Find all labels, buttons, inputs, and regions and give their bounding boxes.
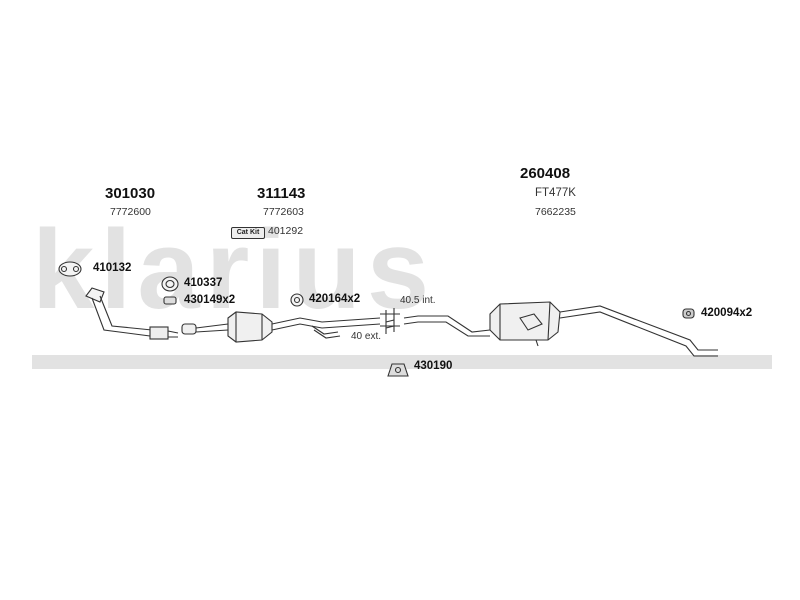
- catalyst-ref: 7772603: [263, 206, 304, 218]
- front-pipe-number: 301030: [105, 185, 156, 202]
- mount-420164-icon: [290, 293, 304, 307]
- mount-420094-icon: [682, 308, 695, 319]
- dimension-external: 40 ext.: [351, 331, 382, 342]
- gasket-410132-icon: [58, 261, 82, 277]
- clamp-430149-icon: [163, 296, 177, 305]
- watermark-bar: [32, 355, 772, 369]
- rear-silencer-ref1: FT477K: [535, 187, 576, 199]
- fitting-410337-label: 410337: [184, 277, 223, 289]
- dimension-internal: 40.5 int.: [400, 295, 436, 306]
- fitting-410132-label: 410132: [93, 262, 132, 274]
- cat-kit-badge: Cat Kit: [231, 227, 265, 239]
- ring-410337-icon: [161, 276, 179, 292]
- fitting-430149-label: 430149x2: [184, 294, 236, 306]
- front-pipe-ref: 7772600: [110, 206, 151, 218]
- rear-silencer-number: 260408: [520, 165, 571, 182]
- rear-silencer-ref2: 7662235: [535, 206, 576, 218]
- joint-marks: [380, 308, 400, 334]
- hanger-430190-icon: [387, 363, 409, 377]
- fitting-430190-label: 430190: [414, 360, 453, 372]
- front-pipe-drawing: [85, 287, 179, 340]
- fitting-420164-label: 420164x2: [309, 293, 361, 305]
- catalyst-drawing: [181, 311, 381, 343]
- fitting-420094-label: 420094x2: [701, 307, 753, 319]
- catalyst-number: 311143: [257, 185, 306, 202]
- cat-kit-ref: 401292: [268, 225, 304, 237]
- rear-silencer-drawing: [403, 301, 718, 357]
